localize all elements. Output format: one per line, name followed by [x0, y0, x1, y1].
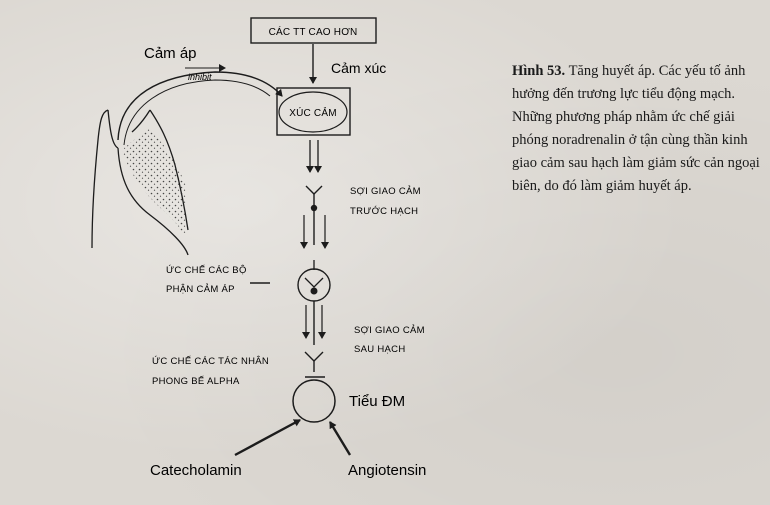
higher-centers-box: [250, 17, 377, 44]
caption-text: Tăng huyết áp. Các yếu tố ảnh hưởng đến …: [512, 63, 760, 194]
soi-sau-label-1: SỢI GIAO CẢM: [354, 324, 425, 336]
cam-ap-label: Cảm áp: [144, 45, 197, 62]
angiotensin-arrow: [328, 421, 352, 456]
uc-che-tac-label-2: PHONG BẾ ALPHA: [152, 376, 240, 387]
preganglionic-node: [310, 204, 318, 212]
uc-che-tac-label-1: ỨC CHẾ CÁC TÁC NHÂN: [152, 356, 269, 367]
ganglion-node: [310, 287, 318, 295]
emotion-ellipse: [278, 91, 348, 133]
ganglion-fork: [304, 277, 324, 288]
preganglionic-fork: [305, 185, 323, 195]
postganglionic-fork: [304, 351, 324, 362]
catecholamin-arrow: [234, 418, 301, 457]
cam-xuc-label: Cảm xúc: [331, 60, 386, 76]
soi-sau-label-2: SAU HẠCH: [354, 344, 406, 355]
higher-centers-label: CÁC TT CAO HƠN: [269, 25, 358, 38]
carotid-stipple: [122, 128, 186, 240]
soi-truoc-label-1: SỢI GIAO CẢM: [350, 185, 421, 197]
inhibit-label: inhibit: [188, 72, 212, 82]
uc-che-bo-label-2: PHẬN CẢM ÁP: [166, 283, 235, 295]
catecholamin-label: Catecholamin: [150, 462, 242, 479]
arteriole-circle: [292, 379, 336, 423]
emotion-label: XÚC CẢM: [289, 106, 337, 119]
emotion-box: [276, 87, 351, 136]
caption-label: Hình 53.: [512, 63, 566, 79]
ganglion-circle: [297, 268, 331, 302]
tieu-dm-label: Tiểu ĐM: [349, 393, 405, 410]
angiotensin-label: Angiotensin: [348, 462, 426, 479]
baroreceptor-nerve: [117, 71, 283, 141]
uc-che-bo-label-1: ỨC CHẾ CÁC BỘ: [166, 265, 247, 276]
soi-truoc-label-2: TRƯỚC HẠCH: [350, 206, 418, 217]
baroreceptor-nerve-inner: [123, 79, 271, 146]
carotid-outline: [91, 109, 189, 256]
figure-caption: Hình 53. Tăng huyết áp. Các yếu tố ảnh h…: [512, 60, 760, 198]
